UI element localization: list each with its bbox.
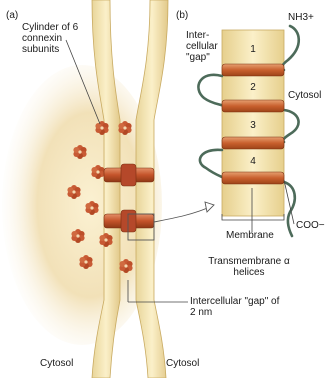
helix-number-3: 3 bbox=[243, 120, 263, 131]
transmembrane-helices-label: Transmembrane α helices bbox=[204, 256, 294, 278]
membrane-label: Membrane bbox=[226, 230, 274, 241]
helix-number-2: 2 bbox=[243, 82, 263, 93]
zoom-arrow bbox=[154, 206, 212, 222]
cytosol-left-label: Cytosol bbox=[40, 358, 73, 369]
panel-a-label: (a) bbox=[6, 10, 18, 21]
cylinder-label: Cylinder of 6 connexin subunits bbox=[22, 22, 92, 55]
cytosol-b-label: Cytosol bbox=[288, 90, 321, 101]
helix-number-4: 4 bbox=[243, 156, 263, 167]
helix-number-1: 1 bbox=[243, 44, 263, 55]
intercellular-gap-b-label: Inter-cellular "gap" bbox=[186, 30, 224, 63]
helix-3 bbox=[222, 137, 284, 149]
helix-1 bbox=[222, 64, 284, 76]
coo-label: COO− bbox=[296, 220, 325, 231]
cytosol-right-label: Cytosol bbox=[166, 358, 199, 369]
helix-2 bbox=[222, 100, 284, 112]
zoom-arrowhead bbox=[205, 202, 214, 212]
panel-b-label: (b) bbox=[176, 10, 188, 21]
intercellular-gap-label: Intercellular "gap" of 2 nm bbox=[190, 296, 280, 318]
nh3-label: NH3+ bbox=[288, 12, 314, 23]
helix-4 bbox=[222, 172, 284, 184]
right-membrane bbox=[136, 0, 168, 378]
